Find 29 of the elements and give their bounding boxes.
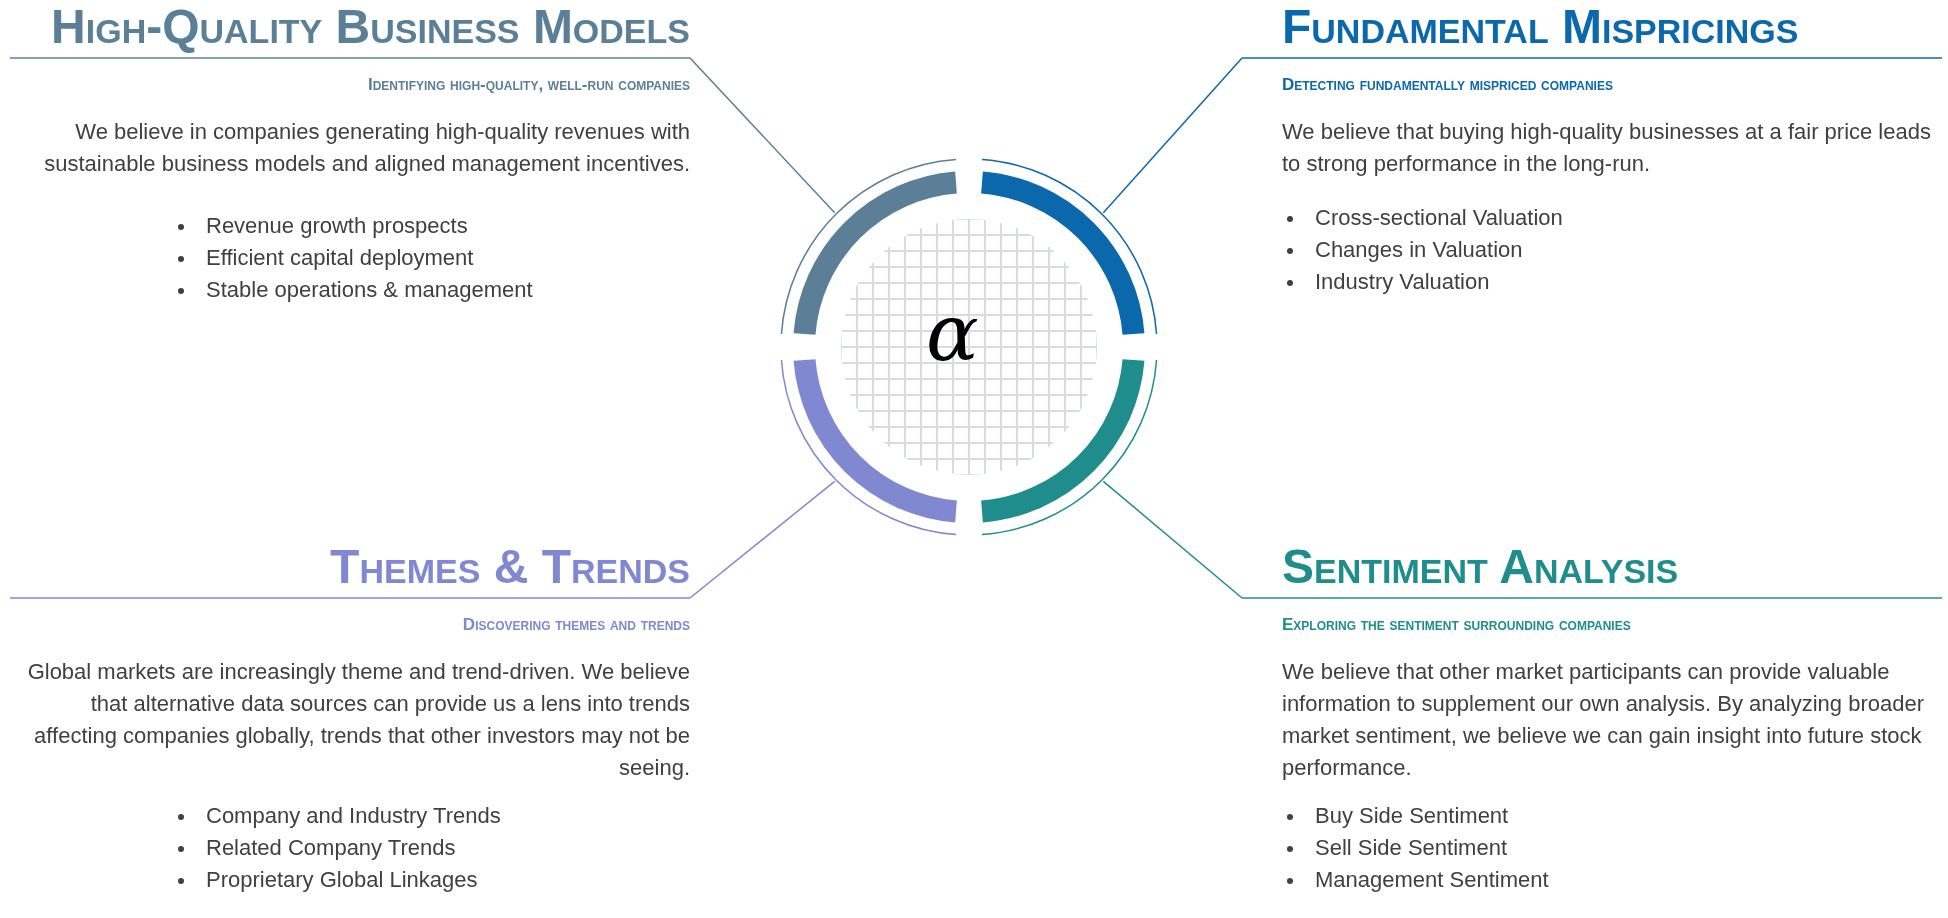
- bullet-item: Proprietary Global Linkages: [206, 867, 478, 892]
- bullet-item: Company and Industry Trends: [206, 803, 501, 828]
- connector-line: [689, 480, 836, 599]
- section-title: Themes & Trends: [329, 540, 690, 594]
- section-title: High-Quality Business Models: [50, 0, 690, 54]
- section-title: Sentiment Analysis: [1282, 540, 1680, 594]
- section-subtitle: Discovering themes and trends: [461, 614, 690, 636]
- alpha-symbol: α: [926, 294, 979, 372]
- bullet-item: Buy Side Sentiment: [1315, 803, 1509, 828]
- bullet-item: Stable operations & management: [206, 277, 533, 302]
- bullet-item: Related Company Trends: [206, 835, 456, 860]
- description-text: We believe that buying high-quality businesses at a fair price leads to strong performance in the long-run.: [1282, 118, 1932, 178]
- description-text: We believe that other market participants can provide valuable information to supplement our own analysis. By analyzing broader market sentiment, we believe we can gain insight into future stock performance.: [1282, 658, 1926, 782]
- bullet-item: Efficient capital deployment: [206, 245, 474, 270]
- bullet-item: Sell Side Sentiment: [1315, 835, 1507, 860]
- connector-line: [1102, 480, 1243, 599]
- section-title: Fundamental Mispricings: [1282, 0, 1800, 54]
- connector-line: [1102, 57, 1243, 214]
- bullet-item: Management Sentiment: [1315, 867, 1549, 892]
- description-text: Global markets are increasingly theme and trend-driven. We believe that alternative data sources can provide us a lens into trends affecting companies globally, trends that other investors may not be seeing.: [26, 658, 690, 782]
- section-subtitle: Exploring the sentiment surrounding companies: [1282, 614, 1632, 636]
- bullet-item: Industry Valuation: [1315, 269, 1490, 294]
- bullet-item: Revenue growth prospects: [206, 213, 468, 238]
- connector-line: [689, 57, 836, 214]
- bullet-item: Cross-sectional Valuation: [1315, 205, 1563, 230]
- description-text: We believe in companies generating high-quality revenues with sustainable business models and aligned management incentives.: [43, 118, 690, 178]
- section-subtitle: Detecting fundamentally mispriced companies: [1282, 74, 1614, 96]
- section-subtitle: Identifying high-quality, well-run companies: [366, 74, 690, 96]
- bullet-item: Changes in Valuation: [1315, 237, 1523, 262]
